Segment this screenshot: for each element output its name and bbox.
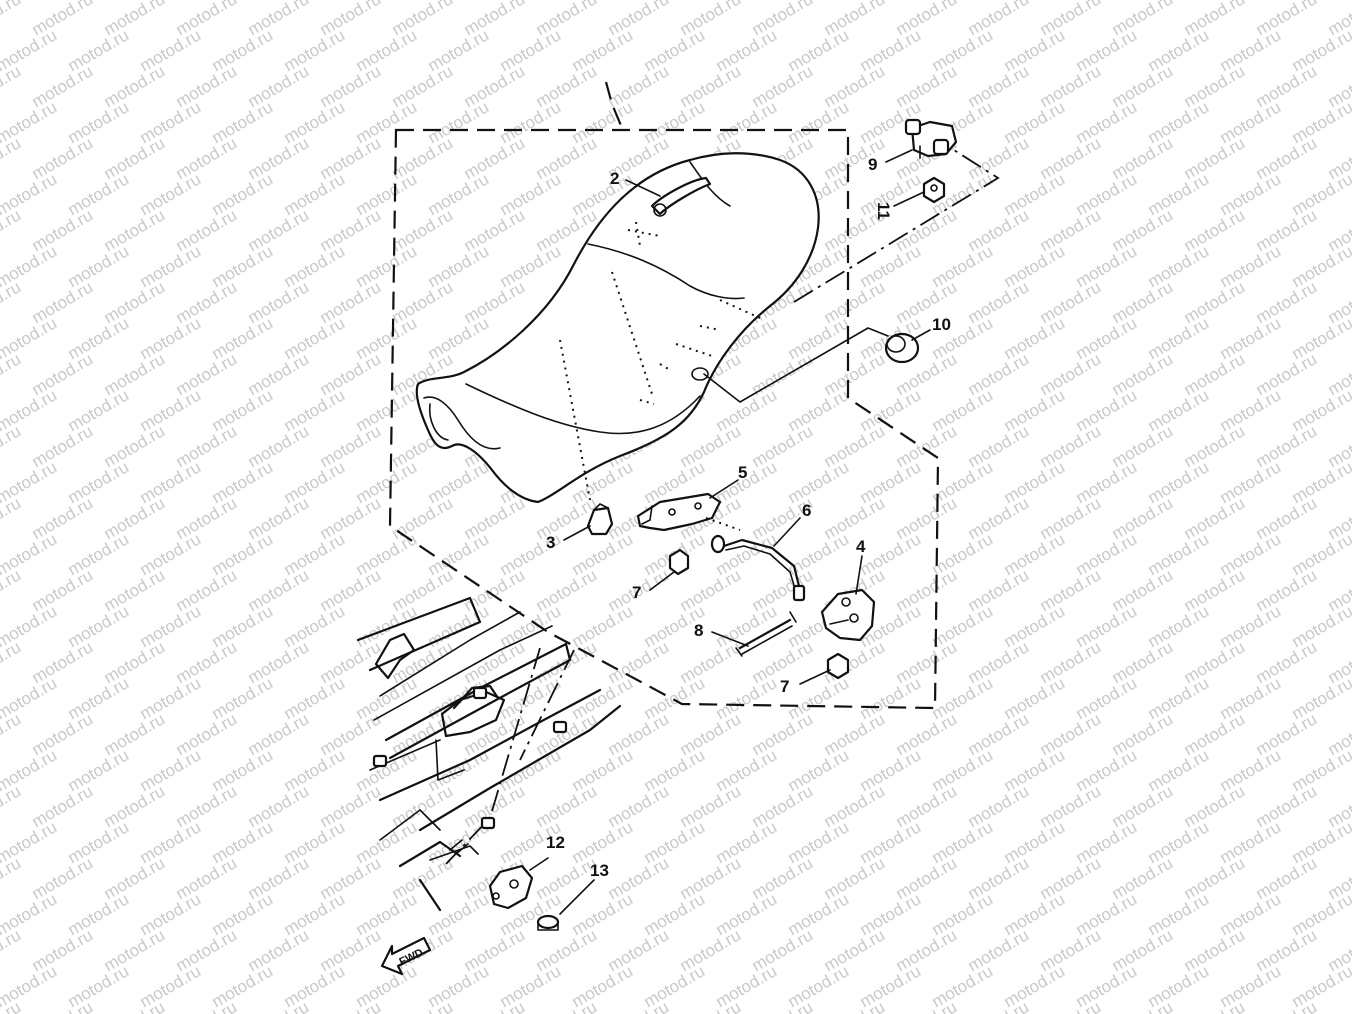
watermark-text: motod.ru	[0, 349, 24, 399]
callout-10: 10	[932, 315, 951, 334]
watermark-text: motod.ru	[0, 853, 24, 903]
callout-7a: 7	[632, 583, 641, 602]
callout-9: 9	[868, 155, 877, 174]
watermark-text: motod.ru	[245, 997, 313, 1014]
watermark-text: motod.ru	[389, 997, 457, 1014]
watermark-text: motod.ru	[1253, 997, 1321, 1014]
bracket-12	[488, 864, 534, 910]
watermark-text: motod.ru	[533, 997, 601, 1014]
watermark-text: motod.ru	[0, 565, 24, 615]
watermark-text: motod.ru	[0, 277, 24, 327]
nut-7-upper	[668, 548, 690, 576]
callout-5: 5	[738, 463, 747, 482]
watermark-text: motod.ru	[0, 133, 24, 183]
watermark-text: motod.ru	[317, 997, 385, 1014]
watermark-text: motod.ru	[821, 997, 889, 1014]
watermark-text: motod.ru	[0, 0, 24, 39]
watermark-text: motod.ru	[677, 997, 745, 1014]
callout-2: 2	[610, 169, 619, 188]
cable-6	[710, 534, 806, 602]
watermark-text: motod.ru	[0, 637, 24, 687]
forward-arrow-icon: FWD	[380, 936, 432, 976]
watermark-text: motod.ru	[1325, 997, 1352, 1014]
nut-7-lower	[826, 652, 850, 680]
routing-line-9	[793, 149, 1000, 303]
watermark-text: motod.ru	[461, 997, 529, 1014]
callout-4: 4	[856, 537, 866, 556]
watermark-text: motod.ru	[0, 781, 24, 831]
assembly-boundary	[388, 128, 940, 710]
leader-1	[604, 81, 624, 129]
watermark-text: motod.ru	[29, 997, 97, 1014]
callout-13: 13	[590, 861, 609, 880]
rod-8	[735, 611, 797, 657]
callout-12: 12	[546, 833, 565, 852]
watermark-text: motod.ru	[1181, 997, 1249, 1014]
routing-line-10	[703, 327, 889, 403]
watermark-text: motod.ru	[0, 61, 24, 111]
watermark-text: motod.ru	[101, 997, 169, 1014]
watermark-text: motod.ru	[0, 205, 24, 255]
strap	[650, 176, 712, 216]
nut-11	[922, 176, 946, 204]
bracket-5	[636, 492, 741, 532]
leader-lines	[529, 149, 931, 915]
seat-lock	[904, 118, 958, 159]
watermark-text: motod.ru	[173, 997, 241, 1014]
watermark-text: motod.ru	[0, 493, 24, 543]
bolt-13	[536, 914, 560, 931]
callout-7b: 7	[780, 677, 789, 696]
watermark-text: motod.ru	[0, 709, 24, 759]
callouts: 2 3 4 5 6 7 7 8 9 10 11 12 13	[546, 155, 951, 880]
watermark-text: motod.ru	[1037, 997, 1105, 1014]
callout-8: 8	[694, 621, 703, 640]
watermark-text: motod.ru	[893, 997, 961, 1014]
callout-11: 11	[874, 202, 893, 220]
callout-6: 6	[802, 501, 811, 520]
watermark-text: motod.ru	[1109, 997, 1177, 1014]
seat	[415, 152, 820, 504]
callout-3: 3	[546, 533, 555, 552]
watermark-text: motod.ru	[605, 997, 673, 1014]
watermark-text: motod.ru	[749, 997, 817, 1014]
hook-plate-4	[820, 588, 876, 642]
damper-3	[586, 503, 614, 536]
watermark-text: motod.ru	[0, 925, 24, 975]
grommet-10	[884, 332, 920, 364]
frame	[356, 596, 622, 912]
watermark-text: motod.ru	[965, 997, 1033, 1014]
watermark-text: motod.ru	[0, 421, 24, 471]
